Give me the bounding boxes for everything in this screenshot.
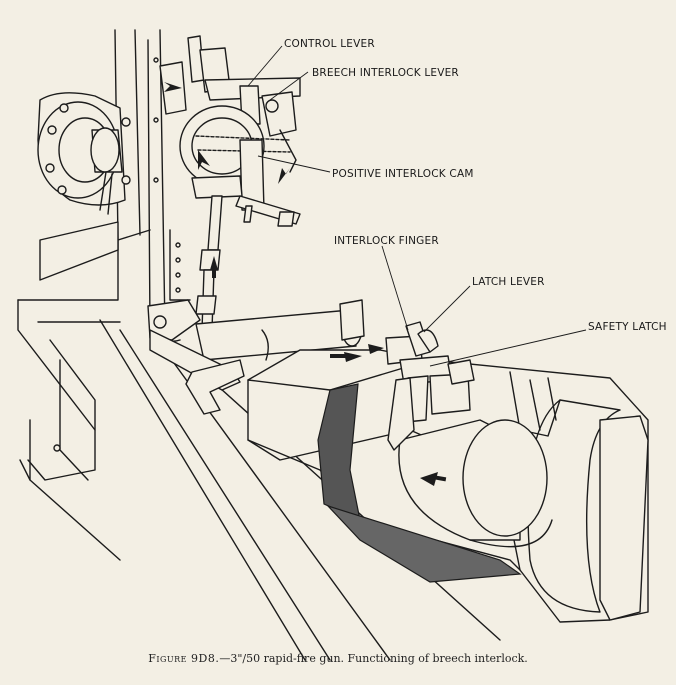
label-positive-interlock-cam: POSITIVE INTERLOCK CAM xyxy=(332,168,474,180)
arrow-icon xyxy=(344,352,362,362)
breech-block xyxy=(398,419,553,548)
connecting-rod xyxy=(195,195,223,331)
label-latch-lever: LATCH LEVER xyxy=(472,276,545,288)
label-breech-interlock-lever: BREECH INTERLOCK LEVER xyxy=(312,67,459,79)
arrow-icon xyxy=(210,256,218,270)
arrow-icon xyxy=(198,150,210,170)
label-interlock-finger: INTERLOCK FINGER xyxy=(334,235,439,247)
leader-lines xyxy=(247,45,587,367)
figure-caption: Figure 9D8.—3"/50 rapid-fire gun. Functi… xyxy=(0,652,676,665)
latch-mechanism xyxy=(385,321,475,451)
arrow-icon xyxy=(368,344,384,354)
arrow-icon xyxy=(164,82,182,92)
motion-arrows xyxy=(164,82,447,486)
figure-caption-text: —3"/50 rapid-fire gun. Functioning of br… xyxy=(219,652,528,665)
label-safety-latch: SAFETY LATCH xyxy=(588,321,667,333)
figure-number: Figure 9D8. xyxy=(148,652,220,665)
control-lever-assembly xyxy=(159,35,301,227)
cutaway-section xyxy=(317,383,522,583)
label-control-lever: CONTROL LEVER xyxy=(284,38,375,50)
arrow-icon xyxy=(278,168,290,184)
flange-hub xyxy=(37,92,131,281)
cross-shaft xyxy=(147,299,365,415)
